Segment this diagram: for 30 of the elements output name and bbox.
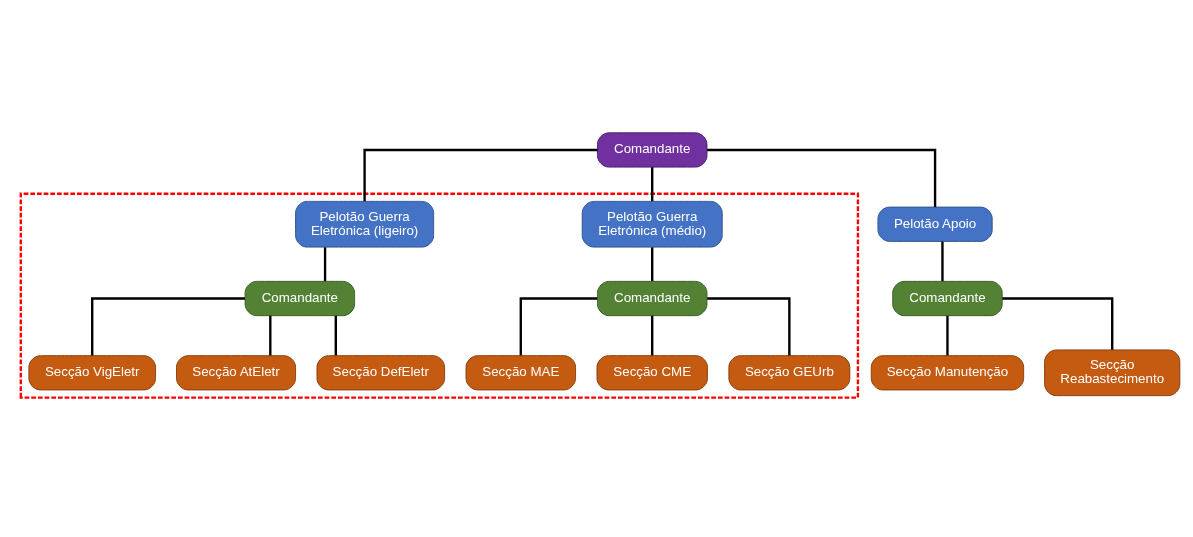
- cluster: [19, 192, 860, 399]
- connector: [941, 240, 944, 281]
- node-box: Comandante: [596, 131, 708, 168]
- node-box: Secção AtEletr: [176, 354, 297, 390]
- connector: [323, 246, 327, 281]
- node-box: Comandante: [892, 280, 1003, 316]
- connector: [269, 315, 272, 355]
- connector: [707, 296, 791, 356]
- connector: [1002, 296, 1114, 350]
- node-box: Comandante: [244, 280, 356, 316]
- connector: [363, 148, 598, 201]
- connector: [91, 296, 245, 356]
- connector: [651, 315, 654, 355]
- connector: [651, 166, 654, 201]
- node-box: Pelotão Apoio: [877, 206, 993, 242]
- node-box: Secção MAE: [465, 354, 577, 390]
- connector: [707, 148, 937, 207]
- connector: [519, 296, 598, 356]
- node-box: Secção CME: [596, 354, 708, 390]
- connector: [946, 315, 949, 355]
- node-box: Comandante: [596, 280, 708, 316]
- node-box: Pelotão Guerra Eletrónica (ligeiro): [295, 200, 435, 248]
- connector: [651, 246, 654, 281]
- node-box: Secção Manutenção: [870, 354, 1025, 390]
- node-box: Secção GEUrb: [728, 354, 851, 390]
- node-box: Pelotão Guerra Eletrónica (médio): [581, 200, 723, 248]
- node-box: Secção DefEletr: [316, 354, 446, 390]
- connector: [334, 315, 337, 355]
- node-box: Secção VigEletr: [28, 354, 157, 390]
- node-box: Secção Reabastecimento: [1044, 348, 1181, 396]
